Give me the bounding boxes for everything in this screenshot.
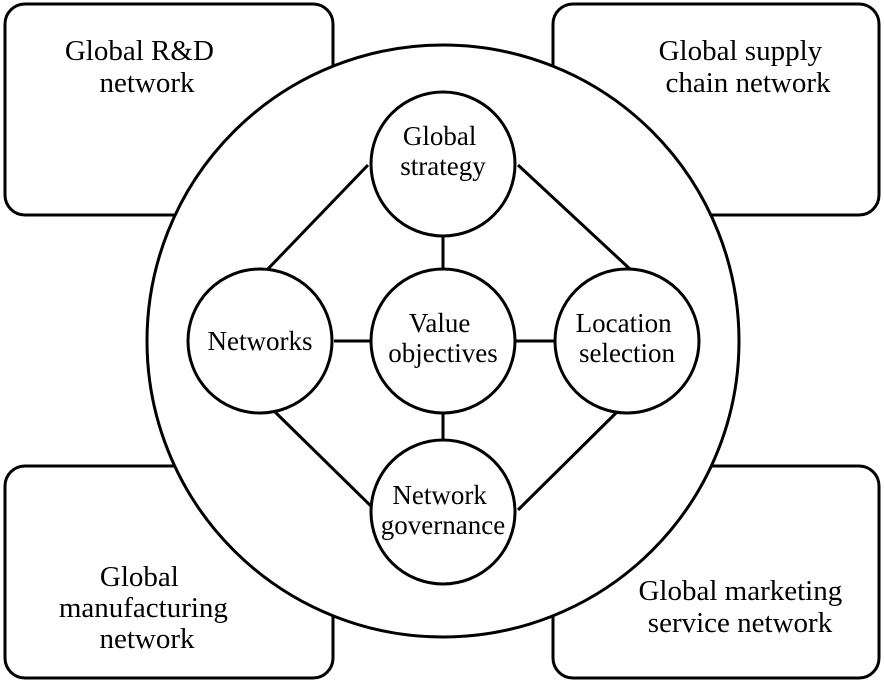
value-objectives-node bbox=[369, 267, 517, 415]
connector-strategy-location bbox=[516, 163, 633, 272]
manufacturing-network-label: Global manufacturing network bbox=[59, 561, 235, 655]
connector-location-governance bbox=[516, 407, 622, 512]
marketing-service-network-label: Global marketing service network bbox=[638, 575, 849, 639]
connector-strategy-networks bbox=[263, 163, 370, 274]
networks-node bbox=[186, 267, 334, 415]
supply-chain-network-label: Global supply chain network bbox=[659, 35, 831, 99]
location-selection-label: Location selection bbox=[576, 308, 679, 368]
global-strategy-label: Global strategy bbox=[400, 121, 486, 181]
value-objectives-label: Value objectives bbox=[388, 308, 497, 368]
connector-networks-governance bbox=[270, 407, 379, 514]
rd-network-label: Global R&D network bbox=[65, 35, 221, 99]
location-selection-node bbox=[553, 267, 701, 415]
networks-label: Networks bbox=[208, 326, 313, 356]
network-governance-label: Network governance bbox=[381, 480, 505, 540]
network-governance-node bbox=[369, 438, 517, 586]
global-strategy-node bbox=[369, 90, 517, 238]
